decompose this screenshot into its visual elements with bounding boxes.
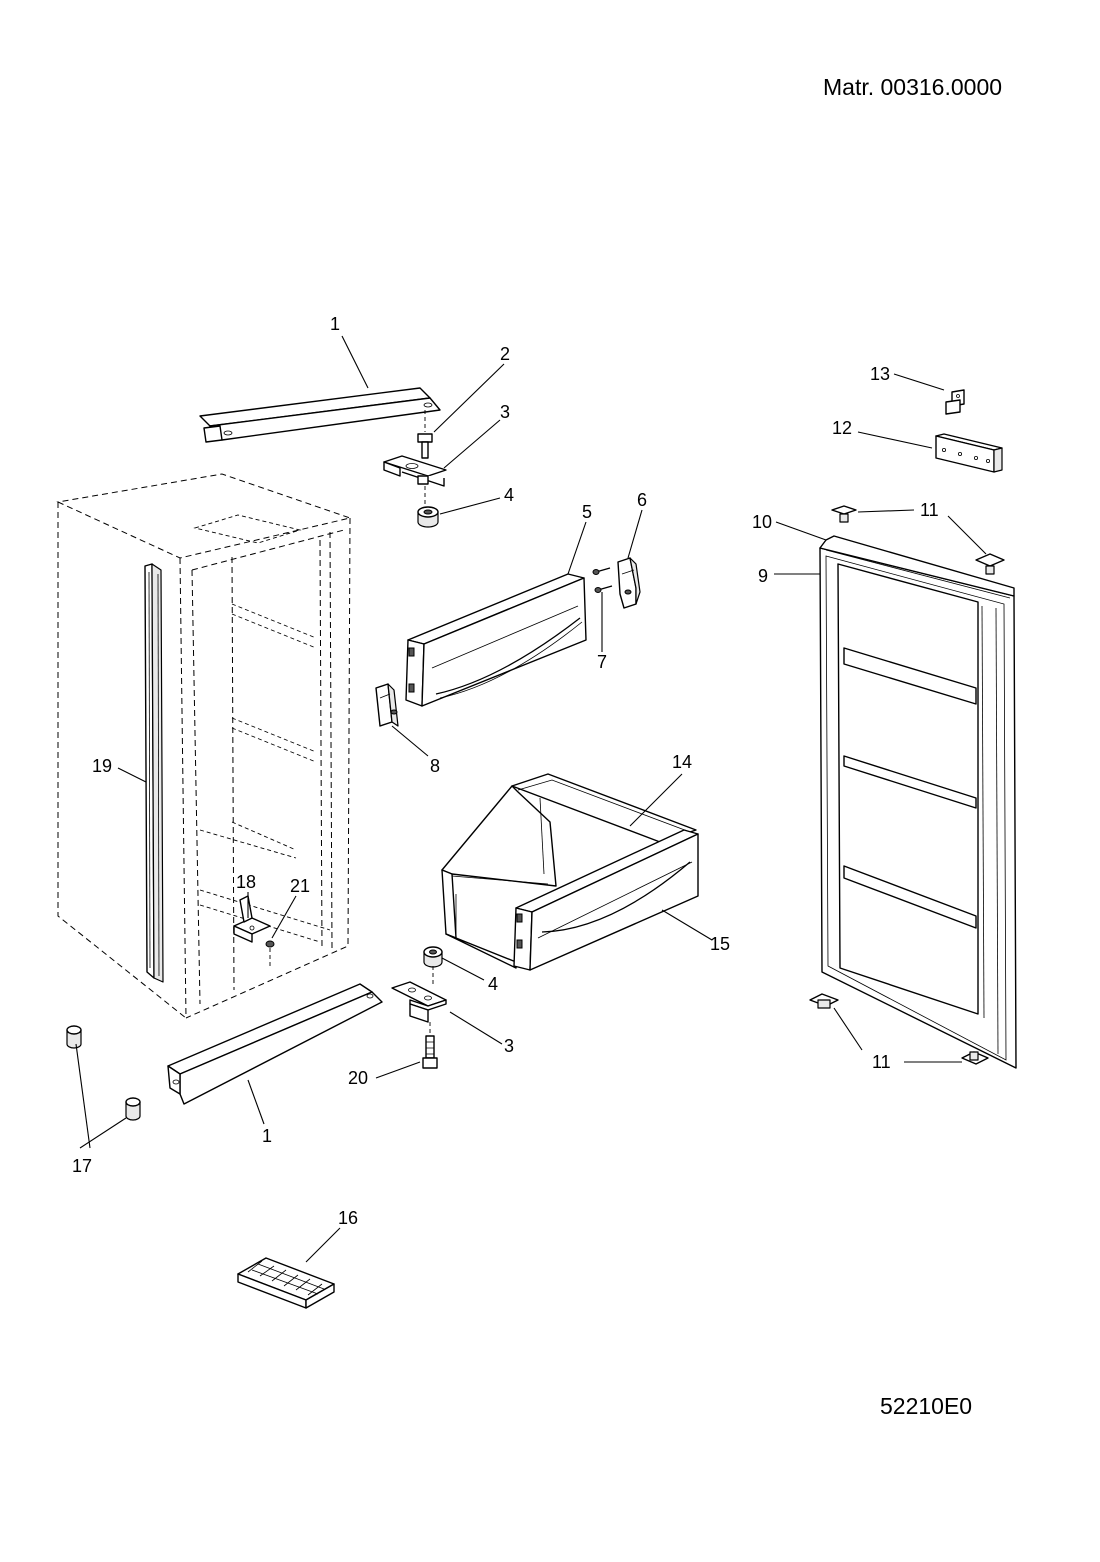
part-11-bottom-pad-right [961,1051,989,1065]
callout-15: 15 [710,934,730,954]
callout-11-bottom: 11 [872,1052,891,1072]
part-11-top-pin-right [975,553,1005,575]
callout-9: 9 [758,566,768,586]
part-20-screw [422,1035,438,1069]
part-3-bottom-hinge-plate [391,981,447,1036]
part-8-flap-bracket-left [375,683,399,727]
callout-3-bottom: 3 [504,1036,514,1056]
part-4-top-bushing [417,506,439,528]
part-16-ice-tray [237,1257,335,1309]
part-9-door [819,547,1017,1069]
part-1-bottom-rail [167,983,383,1105]
part-6-flap-bracket [617,557,641,609]
callout-1-bottom: 1 [262,1126,272,1146]
part-14-drawer-body [441,773,697,939]
callout-13: 13 [870,364,890,384]
cabinet-outline [56,473,352,1019]
callout-labels: 1 2 3 4 5 6 7 8 9 10 11 11 12 13 14 15 1… [72,314,939,1228]
material-number: Matr. 00316.0000 [823,74,1003,100]
part-13-clip [945,389,965,415]
callout-21: 21 [290,876,310,896]
callout-10: 10 [752,512,772,532]
leader-lines [75,335,987,1263]
part-12-hinge-bar [935,433,1003,473]
callout-5: 5 [582,502,592,522]
callout-16: 16 [338,1208,358,1228]
part-17-feet [66,1025,141,1121]
callout-17: 17 [72,1156,92,1176]
part-7-screws [592,567,613,593]
callout-3-top: 3 [500,402,510,422]
part-3-top-hinge-plate [383,455,447,508]
callout-20: 20 [348,1068,368,1088]
part-5-freezer-flap [405,573,587,707]
part-1-top-rail [199,387,441,443]
drawing-code: 52210E0 [880,1393,973,1419]
part-18-bottom-hinge [233,895,271,943]
callout-4-top: 4 [504,485,514,505]
callout-6: 6 [637,490,647,510]
callout-1-top: 1 [330,314,340,334]
part-10-door-top-edge [819,535,1015,597]
part-11-bottom-pad-left [809,993,839,1009]
callout-12: 12 [832,418,852,438]
part-11-top-pin-left [831,505,857,523]
part-2-screw [417,410,433,459]
callout-14: 14 [672,752,692,772]
part-15-drawer-front [445,829,699,971]
part-4-bottom-bushing [423,946,443,984]
callout-19: 19 [92,756,112,776]
callout-2: 2 [500,344,510,364]
callout-11-top: 11 [920,500,939,520]
callout-18: 18 [236,872,256,892]
part-19-trim-strip [144,563,164,983]
callout-7: 7 [597,652,607,672]
part-21-hinge-screw [265,940,275,968]
callout-4-bottom: 4 [488,974,498,994]
callout-8: 8 [430,756,440,776]
